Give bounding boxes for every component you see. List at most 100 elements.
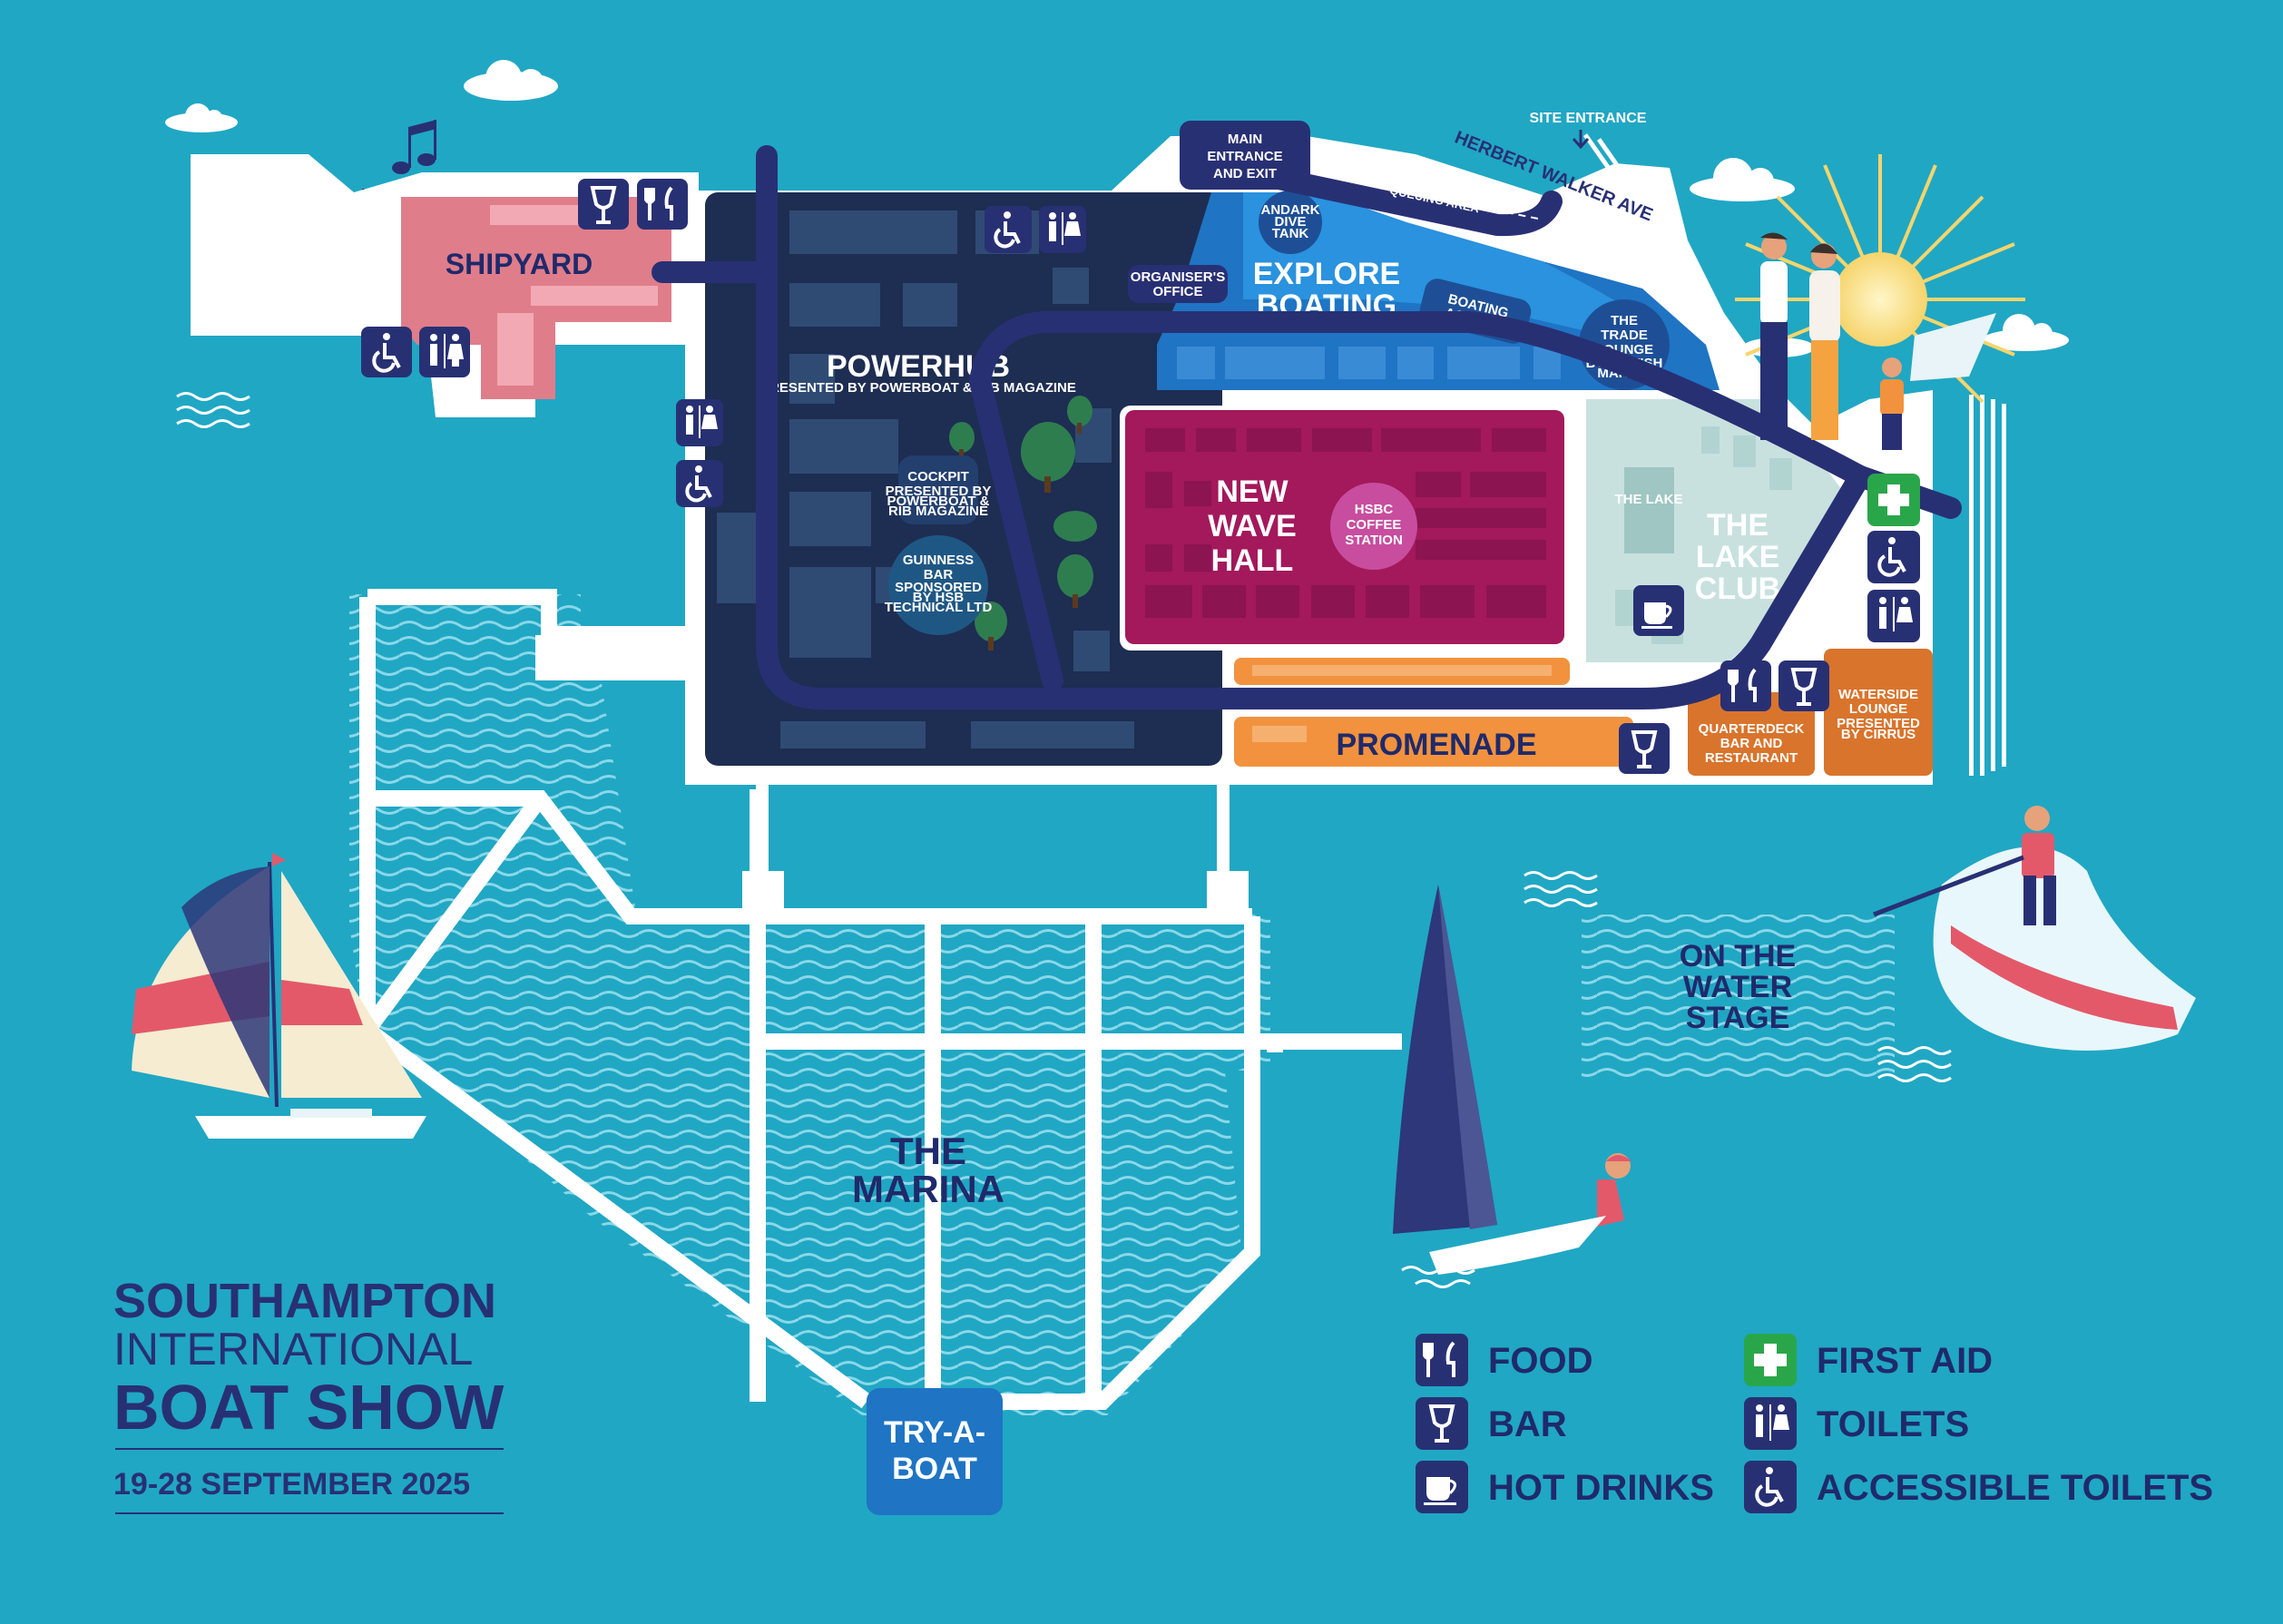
andark-label-3: TANK xyxy=(1272,226,1309,241)
try-a-boat-label-2: BOAT xyxy=(892,1452,977,1486)
quarterdeck-label-3: RESTAURANT xyxy=(1705,750,1798,766)
the-lake-label: THE LAKE xyxy=(1615,492,1683,507)
new-wave-hall-label-3: HALL xyxy=(1211,543,1294,578)
accessible-toilets-icon[interactable] xyxy=(361,327,412,377)
title-line-3: BOAT SHOW xyxy=(113,1372,504,1443)
cloud-icon xyxy=(464,60,558,101)
legend-accessible-toilets-label: ACCESSIBLE TOILETS xyxy=(1817,1468,2213,1508)
toilets-icon xyxy=(1744,1397,1797,1450)
water-stage-label-2: WATER xyxy=(1683,970,1792,1004)
cockpit-label: COCKPIT xyxy=(907,469,969,484)
organisers-office-label-1: ORGANISER'S xyxy=(1131,269,1225,285)
andark-dive-tank[interactable]: ANDARK DIVE TANK xyxy=(1259,191,1322,254)
main-entrance[interactable]: MAIN ENTRANCE AND EXIT xyxy=(1180,121,1310,190)
lake-club-label-2: LAKE xyxy=(1696,540,1780,574)
toilets-icon[interactable] xyxy=(419,327,470,377)
water-stage-label-1: ON THE xyxy=(1680,939,1796,973)
accessible-toilets-icon[interactable] xyxy=(985,206,1032,253)
food-icon[interactable] xyxy=(1720,660,1771,711)
decorative-stripes xyxy=(213,133,2006,776)
toilets-icon[interactable] xyxy=(676,399,723,446)
on-the-water-stage-zone[interactable]: ON THE WATER STAGE xyxy=(1582,915,1895,1078)
cloud-icon xyxy=(165,103,238,132)
queuing-line xyxy=(1306,171,1543,220)
hot-drinks-icon[interactable] xyxy=(1633,585,1684,636)
trade-lounge-label-1: THE xyxy=(1611,313,1638,328)
bar-icon[interactable] xyxy=(1778,660,1829,711)
try-a-boat-zone[interactable]: TRY-A- BOAT xyxy=(867,1388,1003,1515)
lake-club-label-1: THE xyxy=(1707,508,1769,543)
lake-club-label-3: CLUB xyxy=(1695,572,1780,606)
guinness-bar-zone[interactable]: GUINNESS BAR SPONSORED BY HSB TECHNICAL … xyxy=(885,535,993,635)
new-wave-hall-label-1: NEW xyxy=(1216,474,1288,509)
guinness-sub-2: BY HSB xyxy=(913,590,965,605)
new-wave-hall-label-2: WAVE xyxy=(1208,509,1297,543)
accessible-toilets-icon[interactable] xyxy=(1867,531,1920,583)
powerhub-presented-label: PRESENTED BY POWERBOAT & RIB MAGAZINE xyxy=(760,380,1076,396)
first-aid-icon[interactable] xyxy=(1867,474,1920,526)
legend-bar-label: BAR xyxy=(1488,1404,1567,1444)
legend: FOOD BAR HOT DRINKS FIRST AID TOILETS AC… xyxy=(1416,1334,2213,1513)
paddleboarder-illustration xyxy=(1873,806,2196,1051)
main-entrance-label-2: ENTRANCE xyxy=(1207,149,1282,164)
food-icon xyxy=(1416,1334,1468,1386)
toilets-icon[interactable] xyxy=(1867,590,1920,642)
bar-icon[interactable] xyxy=(1619,723,1670,774)
legend-bar: BAR xyxy=(1416,1397,1567,1450)
hsbc-coffee-station[interactable]: HSBC COFFEE STATION xyxy=(1330,483,1417,570)
cloud-icon xyxy=(1690,158,1795,201)
organisers-office[interactable]: ORGANISER'S OFFICE xyxy=(1128,265,1228,303)
guinness-label-2: BAR xyxy=(924,567,954,582)
bar-icon xyxy=(1416,1397,1468,1450)
toilets-icon[interactable] xyxy=(1039,206,1086,253)
accessible-toilets-icon[interactable] xyxy=(676,460,723,507)
andark-label-2: DIVE xyxy=(1274,214,1306,230)
waterside-sub-1: PRESENTED xyxy=(1837,716,1920,731)
guinness-label-1: GUINNESS xyxy=(903,553,974,568)
family-illustration xyxy=(1760,232,1996,450)
legend-accessible-toilets: ACCESSIBLE TOILETS xyxy=(1744,1461,2213,1513)
food-icon[interactable] xyxy=(637,179,688,230)
organisers-office-label-2: OFFICE xyxy=(1153,284,1203,299)
guinness-sub-1: SPONSORED xyxy=(895,580,982,595)
legend-hot-drinks-label: HOT DRINKS xyxy=(1488,1468,1714,1508)
try-a-boat-label-1: TRY-A- xyxy=(884,1415,985,1450)
promenade-zone[interactable]: PROMENADE xyxy=(1234,658,1633,767)
first-aid-icon xyxy=(1744,1334,1797,1386)
hot-drinks-icon xyxy=(1416,1461,1468,1513)
powerhub-zone[interactable]: POWERHUB PRESENTED BY POWERBOAT & RIB MA… xyxy=(705,192,1222,766)
sailboat-illustration xyxy=(132,853,426,1139)
guinness-sub-3: TECHNICAL LTD xyxy=(885,600,993,615)
legend-first-aid-label: FIRST AID xyxy=(1817,1341,1993,1381)
cockpit-sub-3: RIB MAGAZINE xyxy=(888,504,988,519)
waterside-label-2: LOUNGE xyxy=(1849,701,1907,717)
quarterdeck-label-1: QUARTERDECK xyxy=(1699,721,1805,737)
cloud-icon xyxy=(1982,314,2069,351)
hsbc-label-1: HSBC xyxy=(1355,502,1394,517)
quarterdeck-label-2: BAR AND xyxy=(1720,736,1783,751)
main-entrance-label-3: AND EXIT xyxy=(1213,166,1277,181)
cockpit-sub-2: POWERBOAT & xyxy=(887,494,989,509)
explore-boating-label-1: EXPLORE xyxy=(1253,257,1400,291)
accessible-toilets-icon xyxy=(1744,1461,1797,1513)
title-line-2: INTERNATIONAL xyxy=(113,1324,473,1375)
hsbc-label-2: COFFEE xyxy=(1347,517,1402,533)
waterside-sub-2: BY CIRRUS xyxy=(1841,727,1916,742)
cockpit-zone[interactable]: COCKPIT PRESENTED BY POWERBOAT & RIB MAG… xyxy=(886,455,992,524)
promenade-label: PROMENADE xyxy=(1336,728,1536,762)
shipyard-zone[interactable]: SHIPYARD xyxy=(401,197,671,399)
title-line-1: SOUTHAMPTON xyxy=(113,1274,496,1328)
cockpit-sub-1: PRESENTED BY xyxy=(886,484,992,499)
legend-first-aid: FIRST AID xyxy=(1744,1334,1993,1386)
windsurfer-illustration xyxy=(1393,885,1631,1275)
waterside-label-1: WATERSIDE xyxy=(1838,687,1918,702)
legend-toilets-label: TOILETS xyxy=(1817,1404,1969,1444)
site-entrance-label: SITE ENTRANCE xyxy=(1530,111,1647,126)
marina-label-2: MARINA xyxy=(852,1168,1004,1210)
hsbc-label-3: STATION xyxy=(1345,533,1403,548)
water-stage-label-3: STAGE xyxy=(1686,1001,1790,1035)
quarterdeck-zone[interactable]: QUARTERDECK BAR AND RESTAURANT xyxy=(1688,692,1815,776)
bar-icon[interactable] xyxy=(578,179,629,230)
andark-label-1: ANDARK xyxy=(1261,202,1320,218)
waterside-lounge-zone[interactable]: WATERSIDE LOUNGE PRESENTED BY CIRRUS xyxy=(1824,649,1933,776)
